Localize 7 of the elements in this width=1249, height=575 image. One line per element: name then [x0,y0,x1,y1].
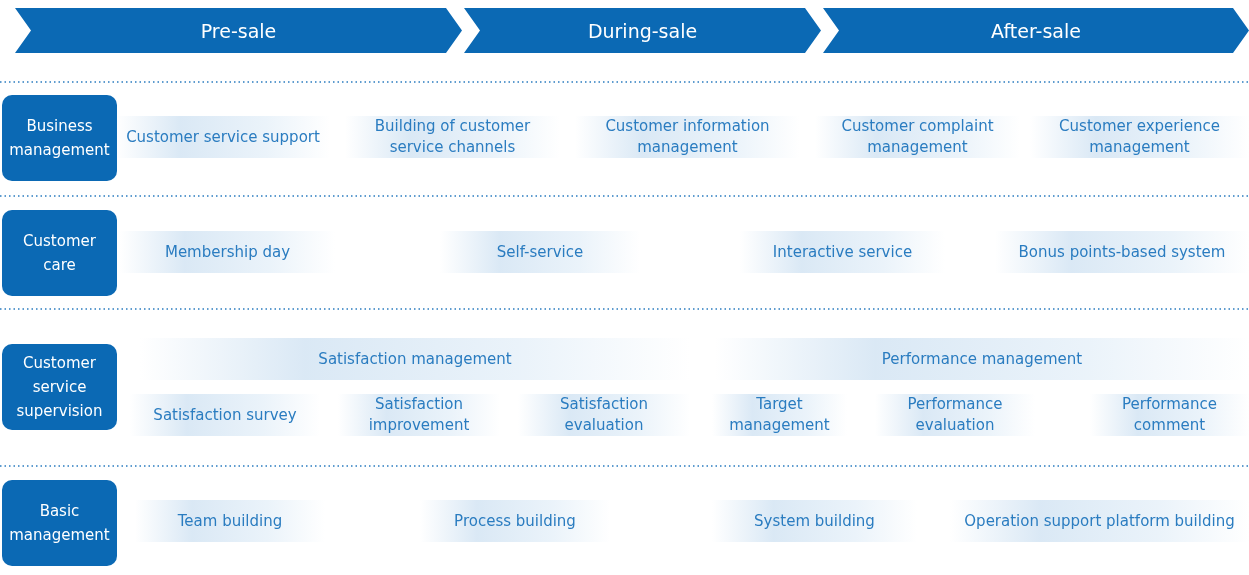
row-header: Customer care [2,210,117,296]
row-header: Basic management [2,480,117,566]
phase-header-band: After-sale [823,8,1249,53]
row-header: Customer service supervision [2,344,117,430]
phase-header-band: During-sale [464,8,821,53]
row-header: Business management [2,95,117,181]
phase-header-band: Pre-sale [15,8,462,53]
